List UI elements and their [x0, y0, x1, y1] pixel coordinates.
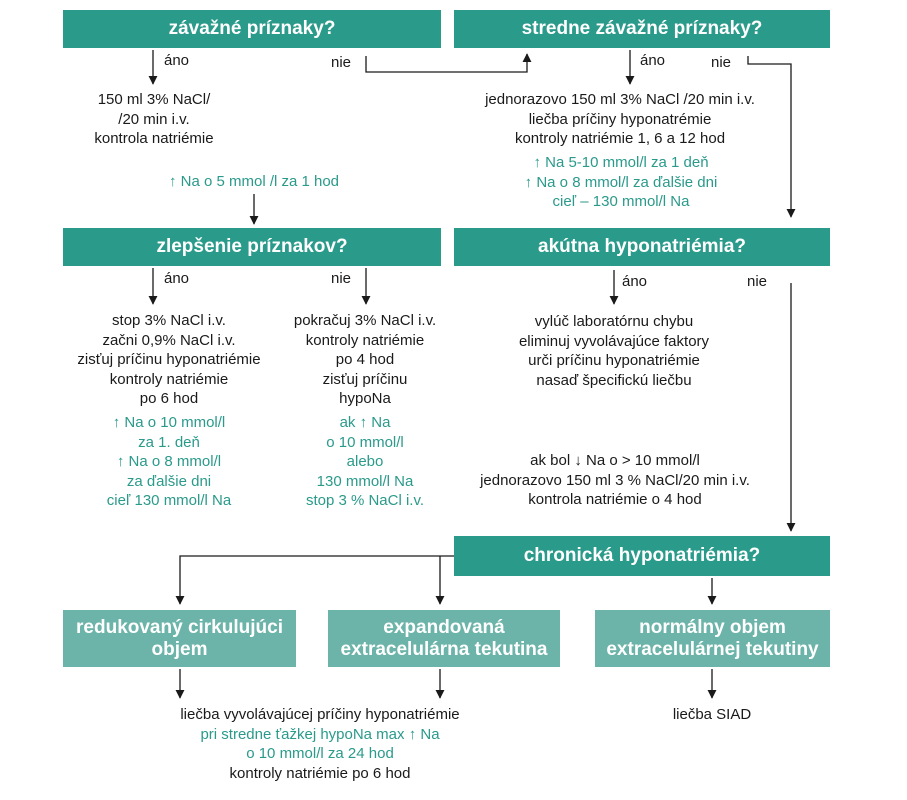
line: zisťuj príčinu hyponatriémie [77, 351, 261, 368]
label-severe-no: nie [331, 54, 352, 71]
line: nasaď špecifickú liečbu [536, 371, 692, 389]
box-expanded-volume: expandovaná extracelulárna tekutina [328, 610, 560, 667]
line: jednorazovo 150 ml 3 % NaCl/20 min i.v. [480, 471, 750, 489]
box-chronic-hyponatremia: chronická hyponatriémia? [454, 536, 830, 576]
line: 130 mmol/l Na [316, 472, 414, 490]
box-reduced-volume: redukovaný cirkulujúci objem [63, 610, 296, 667]
line: liečba príčiny hyponatrémie [528, 110, 712, 128]
line: ↑ Na o 10 mmol/l [112, 414, 226, 431]
text-improve-no: pokračuj 3% NaCl i.v. kontroly natriémie… [275, 311, 455, 409]
line: urči príčinu hyponatriémie [528, 352, 700, 369]
line: o 10 mmol/l [326, 433, 404, 451]
box-reduced-line-1: redukovaný cirkulujúci [76, 616, 283, 638]
line: za ďalšie dni [126, 472, 212, 490]
line: stop 3% NaCl i.v. [112, 312, 226, 329]
line: ak bol ↓ Na o > 10 mmol/l [530, 452, 700, 469]
line: kontroly natriémie 1, 6 a 12 hod [514, 130, 726, 147]
line: kontroly natriémie [305, 331, 425, 349]
line: cieľ – 130 mmol/l Na [552, 193, 690, 210]
line: zisťuj príčinu [322, 370, 408, 388]
box-normal-line-2: extracelulárnej tekutiny [606, 638, 819, 660]
line: stop 3 % NaCl i.v. [305, 492, 425, 509]
line: začni 0,9% NaCl i.v. [102, 331, 236, 349]
text-moderate-target: ↑ Na 5-10 mmol/l za 1 deň ↑ Na o 8 mmol/… [490, 153, 752, 212]
line: ak ↑ Na [339, 414, 391, 431]
text-acute-yes: vylúč laboratórnu chybu eliminuj vyvoláv… [478, 312, 750, 390]
arrow-severe-no [365, 53, 532, 73]
label-severe-yes: áno [164, 52, 190, 69]
line: liečba vyvolávajúcej príčiny hyponatriém… [180, 706, 460, 723]
line: 150 ml 3% NaCl/ [97, 91, 211, 108]
line: po 6 hod [139, 390, 199, 407]
text-acute-drop: ak bol ↓ Na o > 10 mmol/l jednorazovo 15… [440, 451, 790, 510]
label-improve-no: nie [331, 270, 352, 287]
line: cieľ 130 mmol/l Na [106, 492, 232, 509]
line: eliminuj vyvolávajúce faktory [518, 332, 710, 350]
box-severe-symptoms: závažné príznaky? [63, 10, 441, 48]
text-moderate-yes: jednorazovo 150 ml 3% NaCl /20 min i.v. … [450, 90, 790, 149]
text-improve-yes: stop 3% NaCl i.v. začni 0,9% NaCl i.v. z… [50, 311, 288, 409]
line: pri stredne ťažkej hypoNa max ↑ Na [200, 725, 440, 743]
label-improve-yes: áno [164, 270, 190, 287]
line: kontrola natriémie [94, 130, 214, 147]
text-severe-target: ↑ Na o 5 mmol /l za 1 hod [168, 173, 340, 190]
box-acute-hyponatremia: akútna hyponatriémia? [454, 228, 830, 266]
arrow-moderate-no [747, 56, 796, 218]
line: kontroly natriémie [109, 370, 229, 388]
label-acute-yes: áno [622, 273, 648, 290]
box-normal-line-1: normálny objem [639, 616, 786, 638]
text-improve-no-target: ak ↑ Na o 10 mmol/l alebo 130 mmol/l Na … [280, 413, 450, 511]
box-expanded-line-1: expandovaná [383, 616, 505, 638]
line: po 4 hod [335, 351, 395, 368]
line: /20 min i.v. [118, 110, 190, 128]
text-severe-yes: 150 ml 3% NaCl/ /20 min i.v. kontrola na… [65, 90, 243, 149]
line: pokračuj 3% NaCl i.v. [293, 312, 437, 329]
line: ↑ Na 5-10 mmol/l za 1 deň [533, 154, 709, 171]
box-normal-volume: normálny objem extracelulárnej tekutiny [595, 610, 830, 667]
text-bottom-left: liečba vyvolávajúcej príčiny hyponatriém… [110, 705, 530, 783]
box-expanded-line-2: extracelulárna tekutina [340, 638, 548, 660]
arrow-chronic-reduced [175, 555, 456, 605]
label-moderate-yes: áno [640, 52, 666, 69]
line: jednorazovo 150 ml 3% NaCl /20 min i.v. [485, 91, 755, 108]
text-improve-yes-target: ↑ Na o 10 mmol/l za 1. deň ↑ Na o 8 mmol… [60, 413, 278, 511]
line: o 10 mmol/l za 24 hod [246, 745, 394, 762]
box-improvement: zlepšenie príznakov? [63, 228, 441, 266]
line: ↑ Na o 8 mmol/l [116, 453, 222, 470]
box-moderate-symptoms: stredne závažné príznaky? [454, 10, 830, 48]
line: ↑ Na o 8 mmol/l za ďalšie dni [524, 173, 718, 191]
line: kontrola natriémie o 4 hod [528, 491, 702, 508]
line: za 1. deň [138, 433, 200, 451]
label-acute-no: nie [747, 273, 768, 290]
line: kontroly natriémie po 6 hod [229, 764, 411, 782]
line: hypoNa [339, 390, 391, 407]
box-reduced-line-2: objem [151, 638, 208, 660]
line: alebo [346, 453, 384, 470]
label-moderate-no: nie [711, 54, 732, 71]
line: vylúč laboratórnu chybu [534, 313, 694, 330]
text-bottom-right: liečba SIAD [672, 706, 752, 723]
